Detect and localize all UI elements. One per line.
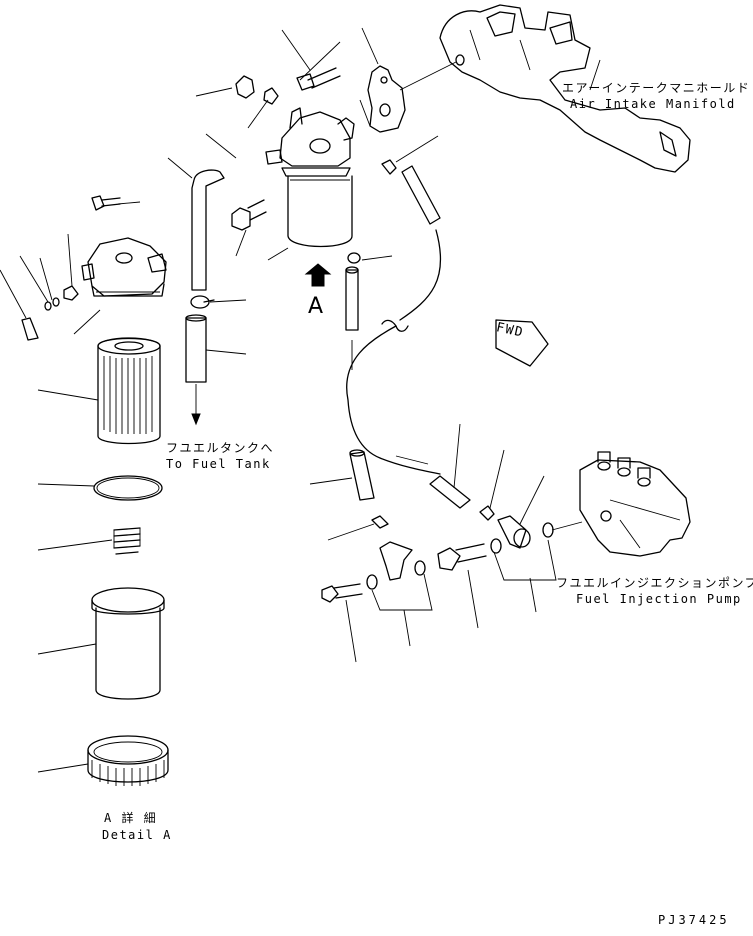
eye-bolt-1	[321, 583, 363, 603]
hose-left-upper	[191, 169, 225, 291]
drawing-code: PJ37425	[658, 913, 730, 927]
bolt-top	[296, 67, 341, 91]
hose-left-lower	[185, 314, 207, 383]
injection-pump-label-jp: フユエルインジエクションポンプ	[556, 576, 753, 590]
mounting-bracket	[367, 65, 406, 133]
view-marker-a: A	[308, 294, 324, 319]
clip-small	[371, 515, 389, 529]
air-intake-label-en: Air Intake Manifold	[570, 97, 736, 111]
to-tank-arrow	[191, 384, 201, 426]
fuel-line	[346, 229, 442, 475]
detail-bolt	[91, 195, 121, 211]
banjo-fitting	[497, 515, 554, 549]
washer-2	[490, 538, 502, 554]
hose-right-upper	[401, 165, 441, 225]
hose-right-mid	[345, 266, 359, 331]
detail-spring	[113, 527, 141, 555]
hose-clip-right	[381, 159, 397, 175]
air-intake-label-jp: エアーインテークマニホールド	[562, 81, 751, 95]
clamp-right	[347, 252, 361, 264]
air-intake-manifold	[439, 4, 691, 173]
injection-pump-label-en: Fuel Injection Pump	[576, 592, 742, 606]
detail-o-ring	[93, 475, 163, 501]
detail-bowl	[91, 587, 165, 700]
detail-label-jp: A 詳 細	[104, 811, 158, 825]
hose-piece-1	[349, 449, 375, 501]
union-fitting	[379, 541, 413, 581]
fuel-tank-label-jp: フユエルタンクへ	[166, 441, 275, 455]
hose-piece-2	[429, 475, 471, 509]
bolt-filter	[231, 199, 267, 231]
detail-label-en: Detail A	[102, 828, 172, 842]
view-arrow	[304, 263, 332, 287]
detail-filter-head	[81, 237, 167, 297]
fuel-tank-label-en: To Fuel Tank	[166, 457, 271, 471]
clamp-left	[190, 295, 215, 309]
detail-ring-nut	[87, 735, 169, 786]
fuel-injection-pump	[579, 451, 691, 557]
nut	[235, 75, 255, 99]
eye-bolt-2	[437, 543, 487, 571]
detail-filter-element	[97, 337, 161, 445]
clip-pump	[479, 505, 495, 521]
fuel-filter-assembly	[265, 107, 355, 248]
leader-lines	[0, 27, 583, 773]
fwd-symbol	[495, 319, 549, 367]
washers-1	[366, 560, 426, 590]
hose-clip-top	[263, 87, 279, 105]
